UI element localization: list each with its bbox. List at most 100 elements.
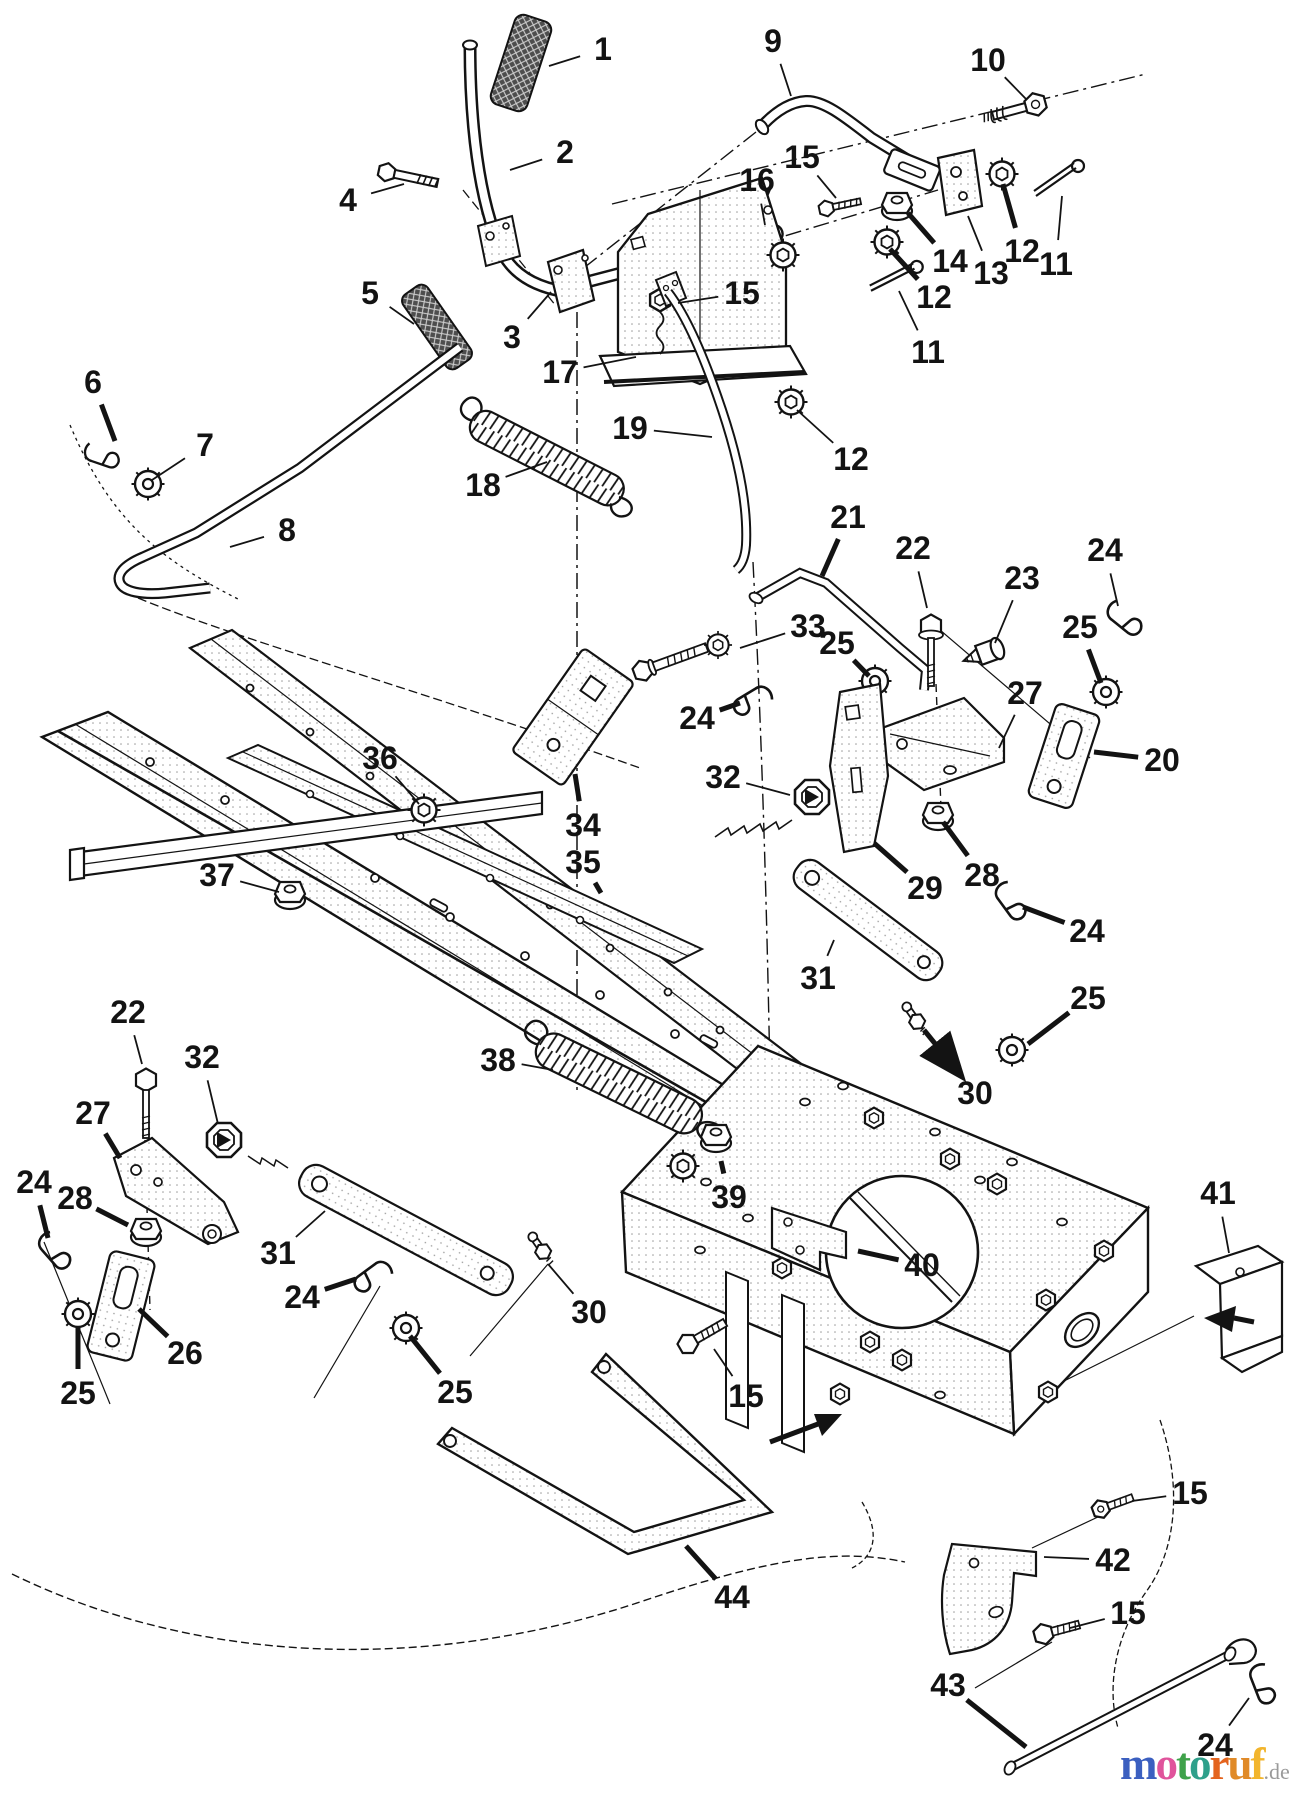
part-number-c24b: 24 bbox=[679, 700, 715, 736]
leader-line-c17 bbox=[583, 356, 637, 369]
part-22-bolt-right bbox=[918, 613, 944, 687]
part-12-nut-mid bbox=[765, 237, 801, 273]
part-number-c5: 5 bbox=[361, 275, 379, 311]
callout-c31r: 31 bbox=[800, 939, 836, 996]
callout-c30r: 30 bbox=[919, 1028, 993, 1111]
callout-c32a: 32 bbox=[705, 759, 791, 796]
part-number-c42: 42 bbox=[1095, 1542, 1131, 1578]
callout-c25b: 25 bbox=[819, 625, 871, 678]
part-10-bolt bbox=[983, 92, 1048, 124]
part-40-bracket bbox=[770, 1206, 848, 1280]
part-number-c13: 13 bbox=[973, 255, 1009, 291]
callout-c8: 8 bbox=[229, 512, 296, 548]
part-number-c38: 38 bbox=[480, 1042, 516, 1078]
part-number-c25l1: 25 bbox=[60, 1375, 96, 1411]
watermark-letter: t bbox=[1176, 1739, 1191, 1789]
leader-line-c9 bbox=[779, 63, 792, 97]
part-number-c10: 10 bbox=[970, 42, 1006, 78]
part-number-c4: 4 bbox=[339, 182, 357, 218]
leader-line-c30r bbox=[919, 1028, 967, 1083]
part-number-c25c: 25 bbox=[1070, 980, 1106, 1016]
leader-line-c39 bbox=[718, 1160, 727, 1175]
part-13-bracket bbox=[936, 148, 984, 217]
leader-line-c24b bbox=[718, 700, 741, 713]
callout-c13: 13 bbox=[967, 215, 1009, 291]
leader-line-c5 bbox=[389, 306, 415, 325]
callout-c19: 19 bbox=[612, 410, 713, 446]
part-number-c20: 20 bbox=[1144, 742, 1180, 778]
part-number-c6: 6 bbox=[84, 364, 102, 400]
part-number-c36: 36 bbox=[362, 740, 398, 776]
part-number-c37: 37 bbox=[199, 857, 235, 893]
part-number-c15a: 15 bbox=[784, 139, 820, 175]
part-number-c35: 35 bbox=[565, 844, 601, 880]
part-1-grip bbox=[489, 13, 553, 113]
part-number-c27a: 27 bbox=[1007, 675, 1043, 711]
callout-c37: 37 bbox=[199, 857, 280, 893]
callout-c24l2: 24 bbox=[284, 1276, 357, 1315]
leader-line-c23 bbox=[994, 599, 1014, 644]
callout-c43: 43 bbox=[930, 1667, 1028, 1749]
part-number-c12a: 12 bbox=[1004, 233, 1040, 269]
part-15-bolt-frame bbox=[676, 1317, 729, 1355]
callout-c25c: 25 bbox=[1026, 980, 1106, 1046]
part-number-c24l1: 24 bbox=[16, 1164, 52, 1200]
part-20-plate bbox=[1027, 703, 1101, 809]
callout-c25a: 25 bbox=[1062, 609, 1104, 684]
callout-c21: 21 bbox=[819, 499, 866, 578]
part-31-link-right bbox=[792, 858, 944, 982]
part-28-nut-left bbox=[129, 1217, 163, 1248]
callout-c11b: 11 bbox=[898, 290, 945, 370]
callout-c1: 1 bbox=[548, 31, 612, 67]
part-number-c32a: 32 bbox=[705, 759, 741, 795]
callout-c24d: 24 bbox=[1197, 1697, 1250, 1763]
part-25-washer-left bbox=[60, 1296, 96, 1332]
callout-c2: 2 bbox=[509, 134, 574, 171]
callout-c24b: 24 bbox=[679, 700, 741, 736]
part-number-c17: 17 bbox=[542, 354, 578, 390]
leader-line-c24a bbox=[1109, 573, 1119, 607]
callout-c24c: 24 bbox=[1022, 904, 1105, 949]
part-41-bracket bbox=[1193, 1244, 1285, 1374]
callout-c18: 18 bbox=[465, 461, 548, 503]
leader-line-c28a bbox=[940, 820, 970, 858]
leader-line-c25b bbox=[851, 658, 871, 678]
part-number-c25l2: 25 bbox=[437, 1374, 473, 1410]
leader-line-c34 bbox=[572, 773, 582, 802]
leader-line-c42 bbox=[1043, 1556, 1090, 1560]
callout-c36: 36 bbox=[362, 740, 420, 805]
leader-line-c4 bbox=[370, 183, 405, 195]
callout-c15b: 15 bbox=[677, 275, 760, 311]
leader-line-c44 bbox=[684, 1544, 718, 1581]
leader-line-c15c bbox=[713, 1348, 734, 1377]
part-number-c32l: 32 bbox=[184, 1039, 220, 1075]
callout-c27l: 27 bbox=[75, 1095, 123, 1160]
part-34-bracket bbox=[512, 648, 634, 786]
part-2-pivot-plate bbox=[476, 214, 522, 268]
callout-c44: 44 bbox=[684, 1544, 750, 1615]
callout-c23: 23 bbox=[994, 560, 1040, 644]
watermark-letter: m bbox=[1120, 1739, 1157, 1789]
part-39-nut-upper bbox=[699, 1123, 733, 1154]
part-31-link-left bbox=[298, 1163, 514, 1297]
part-number-c30l: 30 bbox=[571, 1294, 607, 1330]
serrated-line-left bbox=[247, 1155, 289, 1169]
part-number-c26: 26 bbox=[167, 1335, 203, 1371]
leader-line-c14 bbox=[906, 211, 937, 245]
part-30-stud-left bbox=[527, 1231, 554, 1266]
part-number-c25a: 25 bbox=[1062, 609, 1098, 645]
leader-line-c28l bbox=[95, 1206, 130, 1228]
part-15-bolt-top bbox=[817, 197, 863, 218]
part-number-c12c: 12 bbox=[833, 441, 869, 477]
part-number-c18: 18 bbox=[465, 467, 501, 503]
callout-c41: 41 bbox=[1200, 1175, 1236, 1254]
part-35-cross-channel bbox=[225, 743, 705, 965]
part-number-c40: 40 bbox=[904, 1247, 940, 1283]
part-33-bolt bbox=[631, 642, 710, 682]
callout-c15c: 15 bbox=[713, 1348, 764, 1414]
leader-line-c7 bbox=[151, 457, 186, 481]
part-number-c27l: 27 bbox=[75, 1095, 111, 1131]
direction-arrow bbox=[769, 1414, 842, 1445]
